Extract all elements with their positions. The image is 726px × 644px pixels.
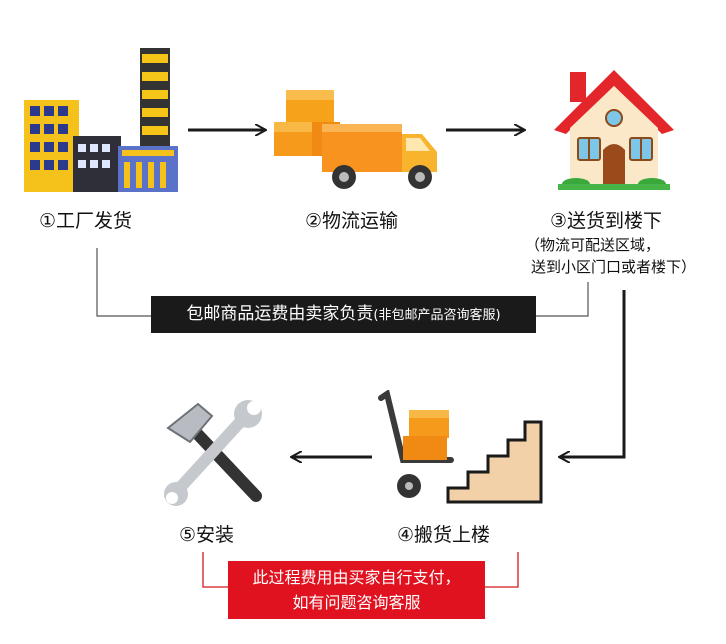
arrow-house-to-hand-truck [560,290,626,457]
factory-icon [18,48,183,196]
buyer-fee-line2: 如有问题咨询客服 [292,593,421,612]
hand-truck-stairs-icon [373,390,548,510]
step-3-note-line2: 送到小区门口或者楼下） [531,258,697,276]
shipping-fee-main-text: 包邮商品运费由卖家负责 [186,304,374,324]
shipping-fee-small-text: (非包邮产品咨询客服) [373,308,501,323]
shipping-fee-banner: 包邮商品运费由卖家负责(非包邮产品咨询客服) [151,296,536,333]
bracket-line-top [96,248,151,317]
step-3-note-line1: （物流可配送区域， [525,236,661,254]
buyer-fee-line1: 此过程费用由买家自行支付， [252,568,461,587]
tools-icon [160,398,272,510]
step-1-label: ①工厂发货 [39,210,133,232]
house-icon [548,58,680,193]
bracket-line-bottom [202,552,228,588]
delivery-truck-icon [272,82,447,192]
step-3-label: ③送货到楼下 [550,210,663,232]
buyer-fee-banner: 此过程费用由买家自行支付， 如有问题咨询客服 [228,561,485,619]
step-4-label: ④搬货上楼 [397,524,491,546]
step-2-label: ②物流运输 [305,210,399,232]
step-5-label: ⑤安装 [179,524,235,546]
